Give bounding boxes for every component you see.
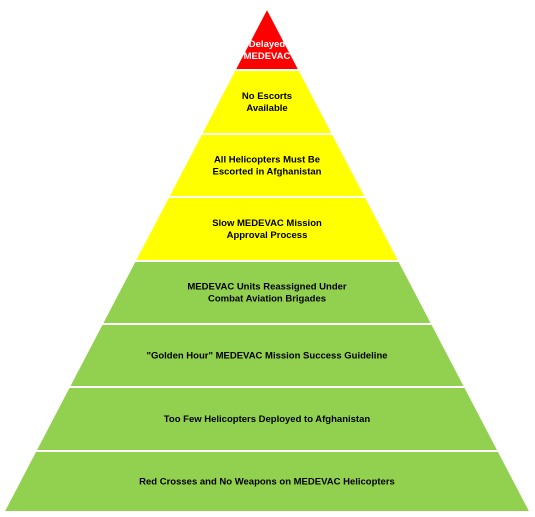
pyramid-level-5-label-line-2: Combat Aviation Brigades	[208, 294, 326, 305]
pyramid-level-5-label-line-1: MEDEVAC Units Reassigned Under	[187, 282, 347, 293]
pyramid-level-3-label-line-2: Escorted in Afghanistan	[213, 167, 322, 178]
pyramid-level-8-label: Red Crosses and No Weapons on MEDEVAC He…	[139, 477, 395, 488]
pyramid-level-7-label: Too Few Helicopters Deployed to Afghanis…	[164, 414, 371, 425]
pyramid-level-7: Too Few Helicopters Deployed to Afghanis…	[33, 386, 501, 452]
pyramid-level-3-label-line-1: All Helicopters Must Be	[214, 155, 320, 166]
pyramid-level-8-shape	[1, 450, 533, 513]
pyramid-level-6-label: "Golden Hour" MEDEVAC Mission Success Gu…	[146, 351, 387, 362]
pyramid-level-2-label-line-1: No Escorts	[242, 91, 292, 102]
pyramid-level-1-label-line-1: Delayed	[249, 39, 286, 50]
pyramid-level-8: Red Crosses and No Weapons on MEDEVAC He…	[1, 450, 533, 513]
pyramid-level-4-shape	[133, 196, 401, 262]
pyramid-level-1-label-line-2: MEDEVAC	[244, 51, 291, 62]
pyramid-level-3-shape	[166, 133, 368, 198]
pyramid-level-7-label-line-1: Too Few Helicopters Deployed to Afghanis…	[164, 414, 371, 425]
pyramid-level-2-label-line-2: Available	[246, 103, 287, 114]
pyramid-level-2-shape	[199, 69, 335, 135]
pyramid-level-5-shape	[100, 260, 434, 325]
pyramid-level-4-label-line-2: Approval Process	[227, 230, 308, 241]
pyramid-level-6-label-line-1: "Golden Hour" MEDEVAC Mission Success Gu…	[146, 351, 387, 362]
pyramid-level-8-label-line-1: Red Crosses and No Weapons on MEDEVAC He…	[139, 477, 395, 488]
pyramid-level-4-label-line-1: Slow MEDEVAC Mission	[212, 218, 322, 229]
pyramid-level-6: "Golden Hour" MEDEVAC Mission Success Gu…	[67, 323, 467, 388]
